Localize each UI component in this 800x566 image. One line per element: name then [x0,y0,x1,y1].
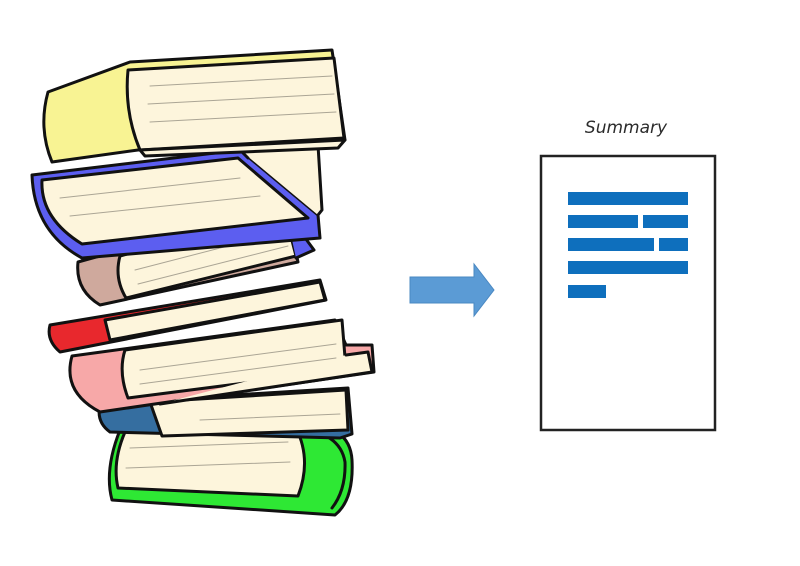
book-red [47,278,328,354]
text-line-2b [643,215,688,228]
book-yellow [42,48,347,164]
book-pink [68,318,376,414]
book-stack-illustration [30,48,376,517]
right-arrow-icon [409,262,495,318]
text-line-1 [568,192,688,205]
text-line-2a [568,215,638,228]
text-line-5 [568,285,606,298]
book-green [107,420,354,517]
text-line-3a [568,238,654,251]
summary-document: Summary [539,118,717,432]
text-line-3b [659,238,688,251]
summary-title: Summary [585,118,668,138]
text-line-4 [568,261,688,274]
book-purple [30,143,324,260]
document-text-lines [568,192,688,298]
